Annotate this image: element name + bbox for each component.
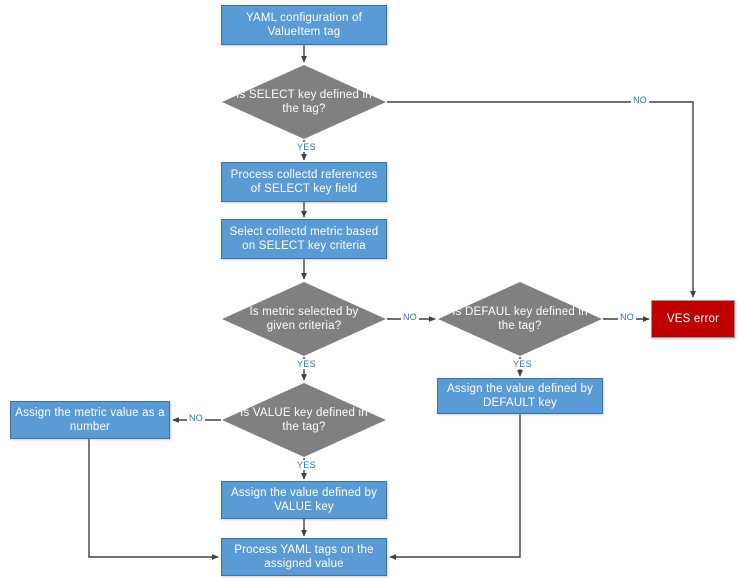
node-metric-question[interactable]: Is metric selected by given criteria? xyxy=(221,281,387,357)
node-ves-error[interactable]: VES error xyxy=(651,300,735,338)
node-assign-value[interactable]: Assign the value defined by VALUE key xyxy=(221,481,387,519)
edge-assign-number-to-yaml xyxy=(88,439,219,560)
edge-label-metric-yes: YES xyxy=(295,359,318,369)
node-assign-number-label: Assign the metric value as a number xyxy=(15,406,165,434)
edge-assign-default-to-yaml xyxy=(389,414,521,560)
node-ves-error-label: VES error xyxy=(666,312,720,325)
node-select-question[interactable]: Is SELECT key defined in the tag? xyxy=(221,64,387,140)
diamond-shape-icon xyxy=(222,383,386,457)
diamond-shape-icon xyxy=(438,282,602,356)
node-start-label: YAML configuration of ValueItem tag xyxy=(245,11,363,39)
edge-label-defaul-yes: YES xyxy=(511,359,534,369)
edge-label-select-no: NO xyxy=(631,95,650,105)
node-metric-question-label: Is metric selected by given criteria? xyxy=(249,305,359,333)
diamond-shape-icon xyxy=(222,282,386,356)
edge-label-value-no: NO xyxy=(187,413,206,423)
edge-select-no-to-error xyxy=(387,101,696,298)
node-process-references[interactable]: Process collectd references of SELECT ke… xyxy=(221,162,387,202)
node-assign-value-label: Assign the value defined by VALUE key xyxy=(230,486,378,514)
node-value-question-label: Is VALUE key defined in the tag? xyxy=(240,406,368,434)
diamond-shape-icon xyxy=(222,65,386,139)
edge-label-metric-no: NO xyxy=(401,312,420,322)
node-select-question-label: Is SELECT key defined in the tag? xyxy=(236,88,372,116)
node-defaul-question-label: Is DEFAUL key defined in the tag? xyxy=(452,305,588,333)
node-process-yaml-label: Process YAML tags on the assigned value xyxy=(234,543,374,571)
node-value-question[interactable]: Is VALUE key defined in the tag? xyxy=(221,382,387,458)
node-select-metric[interactable]: Select collectd metric based on SELECT k… xyxy=(221,219,387,259)
node-defaul-question[interactable]: Is DEFAUL key defined in the tag? xyxy=(437,281,603,357)
node-process-yaml[interactable]: Process YAML tags on the assigned value xyxy=(221,538,387,576)
node-start[interactable]: YAML configuration of ValueItem tag xyxy=(221,5,387,45)
node-assign-default-label: Assign the value defined by DEFAULT key xyxy=(446,382,594,410)
edge-label-select-yes: YES xyxy=(295,142,318,152)
node-assign-number[interactable]: Assign the metric value as a number xyxy=(10,401,170,439)
edge-label-defaul-no: NO xyxy=(618,312,637,322)
edge-label-value-yes: YES xyxy=(295,460,318,470)
node-select-metric-label: Select collectd metric based on SELECT k… xyxy=(229,225,379,253)
node-process-references-label: Process collectd references of SELECT ke… xyxy=(230,168,378,196)
node-assign-default[interactable]: Assign the value defined by DEFAULT key xyxy=(437,378,603,414)
